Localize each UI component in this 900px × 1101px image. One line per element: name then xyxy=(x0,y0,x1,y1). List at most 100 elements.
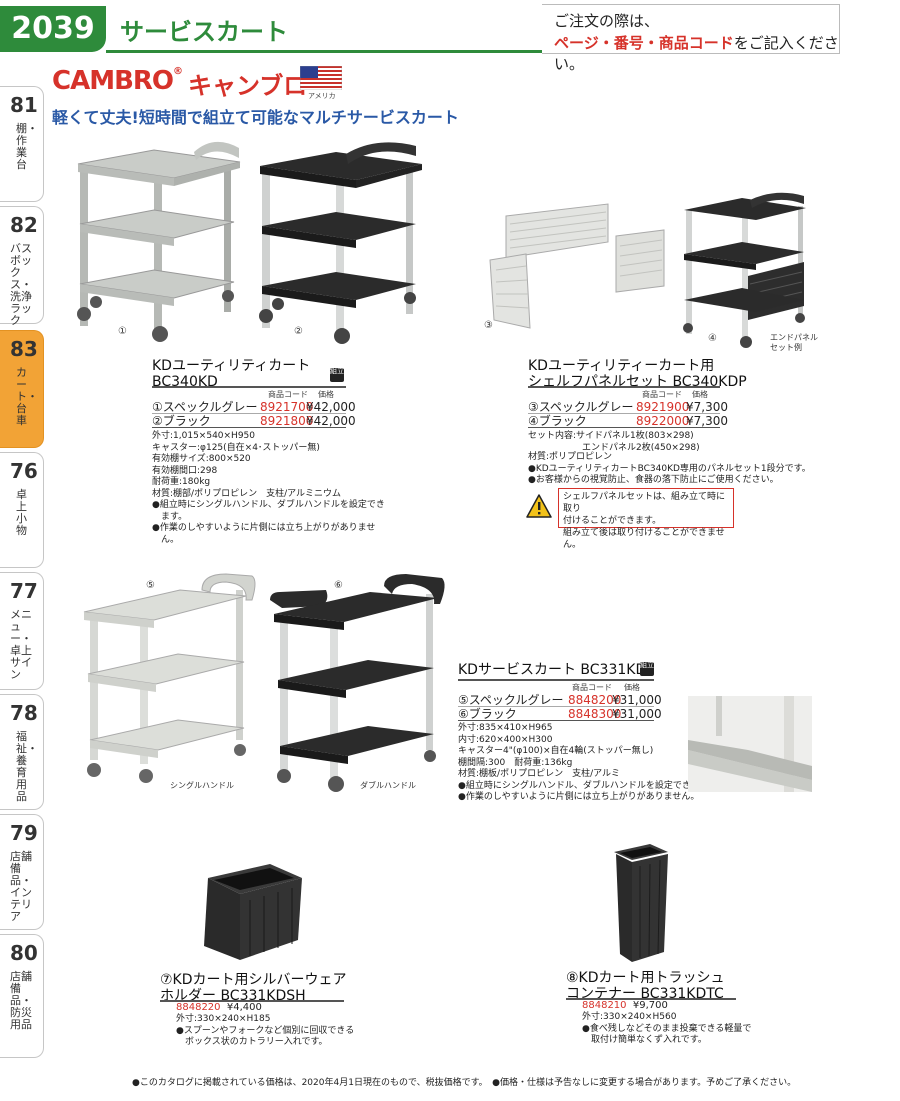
figure-label-5: ⑤ xyxy=(146,580,155,591)
tab-number: 83 xyxy=(10,337,38,361)
product-code: 8848210 xyxy=(582,1000,627,1011)
spec-line: ます。 xyxy=(152,511,188,522)
sidebar-tab-77[interactable]: 77 メニュー・卓上サイン xyxy=(0,572,44,690)
head-price: 価格 xyxy=(692,390,708,399)
spec-line: 外寸:330×240×H560 xyxy=(582,1012,677,1022)
page-number: 2039 xyxy=(0,6,106,52)
row-name: ⑤スペックルグレー xyxy=(458,693,564,707)
head-code: 商品コード xyxy=(268,390,308,399)
tab-label: 店舗備品・防災用品 xyxy=(10,970,32,1031)
row-code: 8921900 xyxy=(636,400,690,414)
spec-line: ●作業のしやすいように片側には立ち上がりがありません。 xyxy=(458,792,700,802)
sidebar-tab-83[interactable]: 83 カート・台車 xyxy=(0,330,44,448)
spec-line: 取付け簡単なくず入れです。 xyxy=(582,1035,707,1045)
spec-line: ●組立時にシングルハンドル、ダブルハンドルを設定できます。 xyxy=(458,780,717,791)
spec-line: セット内容:サイドパネル1枚(803×298) xyxy=(528,431,694,441)
title-rule xyxy=(528,386,720,388)
spec-line: 有効棚間口:298 xyxy=(152,465,218,476)
spec-line: ●KDユーティリティカートBC340KD専用のパネルセット1段分です。 xyxy=(528,463,811,474)
cart-with-panels-image xyxy=(683,192,806,348)
bc331kdsh-specs: 外寸:330×240×H185 ●スプーンやフォークなど個別に回収できる ボック… xyxy=(176,1014,354,1049)
page-title: サービスカート xyxy=(120,18,288,46)
tab-label: メニュー・卓上サイン xyxy=(10,608,32,681)
head-price: 価格 xyxy=(318,390,334,399)
head-code: 商品コード xyxy=(572,683,612,692)
order-notice: ご注文の際は、 ページ・番号・商品コードをご記入ください。 xyxy=(542,4,840,73)
caption-double-handle: ダブルハンドル xyxy=(360,781,416,790)
sidebar-tab-78[interactable]: 78 福祉・養育用品 xyxy=(0,694,44,810)
bc331kdsh-price-line: 8848220 ¥4,400 xyxy=(176,1002,262,1014)
tab-label: 福祉・養育用品 xyxy=(16,730,38,803)
header-rule xyxy=(106,50,542,53)
spec-line: 耐荷重:180kg xyxy=(152,477,211,487)
spec-line: 外寸:835×410×H965 xyxy=(458,723,553,733)
spec-line: キャスター:φ125(自在×4･ストッパー無) xyxy=(152,442,320,453)
title-rule xyxy=(160,1000,344,1002)
bc331kdtc-specs: 外寸:330×240×H560 ●食べ残しなどそのまま投棄できる軽量で 取付け簡… xyxy=(582,1012,751,1047)
spec-line: ●お客様からの視覚防止、食器の落下防止にご使用ください。 xyxy=(528,475,779,485)
sidebar-tab-76[interactable]: 76 卓上小物 xyxy=(0,452,44,568)
spec-line: キャスター4"(φ100)×自在4輪(ストッパー無し) xyxy=(458,746,654,756)
row-price: ¥42,000 xyxy=(306,400,356,414)
sidebar-tab-82[interactable]: 82 バスボックス・洗浄ラック xyxy=(0,206,44,327)
spec-line: 有効棚サイズ:800×520 xyxy=(152,454,251,464)
sidebar-tab-81[interactable]: 81 棚・作業台 xyxy=(0,86,44,202)
head-code: 商品コード xyxy=(642,390,682,399)
row-price: ¥31,000 xyxy=(612,693,662,707)
assembly-icon: 組立 xyxy=(640,662,654,676)
bc340kdp-title-line1: KDユーティリティーカート用 xyxy=(528,358,715,374)
spec-line: 材質:ポリプロピレン xyxy=(528,452,613,462)
row-code: 8921800 xyxy=(260,414,314,428)
row-name: ③スペックルグレー xyxy=(528,400,634,414)
brand-logo: CAMBRO® xyxy=(52,66,183,96)
caption-end-panel: エンドパネル セット例 xyxy=(770,333,818,353)
spec-line: ん。 xyxy=(152,534,180,545)
caption-single-handle: シングルハンドル xyxy=(170,781,234,790)
figure-label-6: ⑥ xyxy=(334,580,343,591)
tagline: 軽くて丈夫!短時間で組立て可能なマルチサービスカート xyxy=(52,108,459,127)
notice-red-text: ページ・番号・商品コード xyxy=(554,34,734,52)
tab-label: バスボックス・洗浄ラック xyxy=(10,242,32,327)
warning-icon xyxy=(526,494,552,518)
warning-note: シェルフパネルセットは、組み立て時に取り 付けることができます。 組み立て後は取… xyxy=(558,488,734,550)
country-label: アメリカ xyxy=(308,92,336,100)
caption-line: エンドパネル xyxy=(770,333,818,342)
tab-number: 77 xyxy=(10,579,38,603)
sidebar-tab-79[interactable]: 79 店舗備品・インテリア xyxy=(0,814,44,930)
tab-number: 76 xyxy=(10,459,38,483)
spec-line: ●組立時にシングルハンドル、ダブルハンドルを設定でき xyxy=(152,500,385,510)
figure-label-1: ① xyxy=(118,326,127,337)
product-price: ¥9,700 xyxy=(632,1000,668,1011)
trash-container-image xyxy=(614,844,668,962)
service-cart-gray-image xyxy=(83,573,256,783)
warning-line: 付けることができます。 xyxy=(563,516,662,526)
tab-number: 82 xyxy=(10,213,38,237)
row-name: ⑥ブラック xyxy=(458,707,517,721)
spec-line: ●食べ残しなどそのまま投棄できる軽量で xyxy=(582,1023,752,1034)
bc340kd-specs: 外寸:1,015×540×H950 キャスター:φ125(自在×4･ストッパー無… xyxy=(152,431,385,546)
bc340kdp-specs: 材質:ポリプロピレン ●KDユーティリティカートBC340KD専用のパネルセット… xyxy=(528,452,811,487)
product-price: ¥4,400 xyxy=(226,1002,262,1013)
spec-line: ●スプーンやフォークなど個別に回収できる xyxy=(176,1025,355,1036)
us-flag-icon xyxy=(300,66,342,90)
tab-number: 78 xyxy=(10,701,38,725)
row-code: 8921700 xyxy=(260,400,314,414)
row-name: ④ブラック xyxy=(528,414,587,428)
spec-line: 棚間隔:300 耐荷重:136kg xyxy=(458,757,573,768)
warning-line: シェルフパネルセットは、組み立て時に取り xyxy=(563,492,726,514)
bc331kdtc-price-line: 8848210 ¥9,700 xyxy=(582,1000,668,1012)
warning-line: 組み立て後は取り付けることができません。 xyxy=(563,528,725,550)
row-price: ¥7,300 xyxy=(686,400,728,414)
notice-line1: ご注文の際は、 xyxy=(554,12,660,30)
tab-number: 81 xyxy=(10,93,38,117)
tab-label: 店舗備品・インテリア xyxy=(10,850,32,923)
sidebar-tab-80[interactable]: 80 店舗備品・防災用品 xyxy=(0,934,44,1058)
spec-line: エンドパネル2枚(450×298) xyxy=(528,442,700,453)
spec-line: ボックス状のカトラリー入れです。 xyxy=(176,1037,328,1047)
shelf-panels-image xyxy=(489,203,665,329)
tab-label: カート・台車 xyxy=(16,366,38,427)
bc340kd-title-line1: KDユーティリティカート xyxy=(152,358,311,374)
